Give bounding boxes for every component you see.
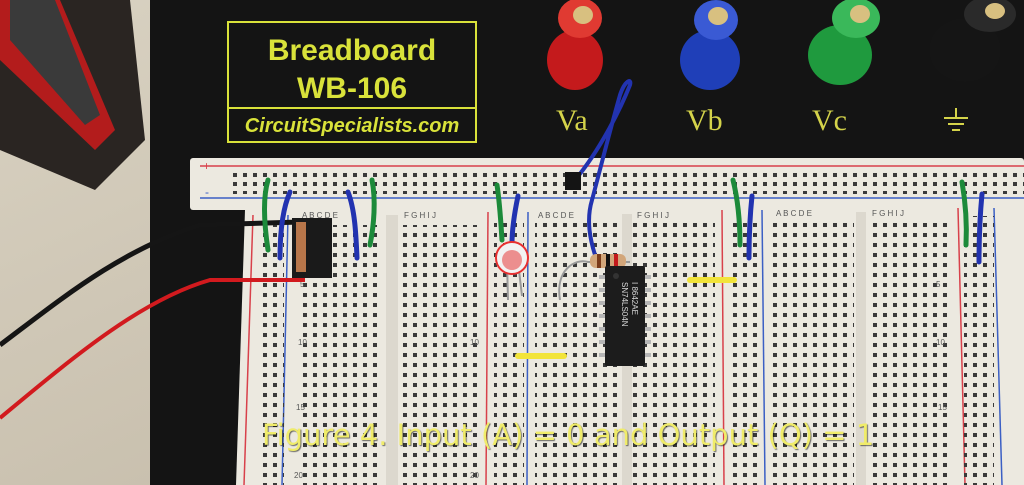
resistor xyxy=(558,254,630,301)
figure-caption: Figure 4. Input (A) = 0 and Output (Q) =… xyxy=(262,418,875,452)
battery-pack xyxy=(0,0,145,190)
post-label-vc: Vc xyxy=(812,104,847,137)
post-label-va: Va xyxy=(556,104,588,137)
ic-chip: SN74LS04N I 8642AE xyxy=(599,266,651,366)
jumper-wires xyxy=(262,79,985,359)
row-number-5: 5 xyxy=(300,280,305,289)
row-number-10-c: 10 xyxy=(936,338,945,347)
binding-post-vb[interactable]: Vb xyxy=(680,0,740,137)
column-letters-a-e-1: A B C D E xyxy=(302,211,338,220)
row-number-10-b: 10 xyxy=(470,338,479,347)
brand-line-3: CircuitSpecialists.com xyxy=(245,115,460,137)
binding-post-va[interactable]: Va xyxy=(547,0,603,137)
red-power-cable xyxy=(0,278,305,420)
row-number-10: 10 xyxy=(298,338,307,347)
row-number-5-c: 5 xyxy=(936,280,941,289)
brand-line-2: WB-106 xyxy=(297,72,407,105)
led xyxy=(495,241,529,301)
top-power-rail: + - xyxy=(190,158,1024,210)
rail-minus-label: - xyxy=(205,185,209,199)
column-letters-a-e-3: A B C D E xyxy=(776,209,812,218)
chip-label-line2: I 8642AE xyxy=(630,282,639,315)
ground-symbol-icon xyxy=(944,108,968,131)
chip-label-line1: SN74LS04N xyxy=(620,282,629,327)
column-letters-f-j-2: F G H I J xyxy=(637,211,669,220)
column-letters-a-e-2: A B C D E xyxy=(538,211,574,220)
row-number-15-c: 15 xyxy=(938,403,947,412)
binding-post-vc[interactable]: Vc xyxy=(808,0,880,137)
column-letters-f-j-1: F G H I J xyxy=(404,211,436,220)
brand-label: Breadboard WB-106 CircuitSpecialists.com xyxy=(227,21,477,143)
row-number-15: 15 xyxy=(296,403,305,412)
rail-plus-label: + xyxy=(203,159,210,173)
row-number-20-b: 20 xyxy=(470,471,479,480)
voltage-regulator xyxy=(292,218,332,278)
black-power-cable xyxy=(0,219,301,347)
column-letters-f-j-3: F G H I J xyxy=(872,209,904,218)
binding-post-ground[interactable] xyxy=(929,0,1016,131)
post-label-vb: Vb xyxy=(686,104,723,137)
row-number-20: 20 xyxy=(294,471,303,480)
brand-line-1: Breadboard xyxy=(268,34,436,67)
